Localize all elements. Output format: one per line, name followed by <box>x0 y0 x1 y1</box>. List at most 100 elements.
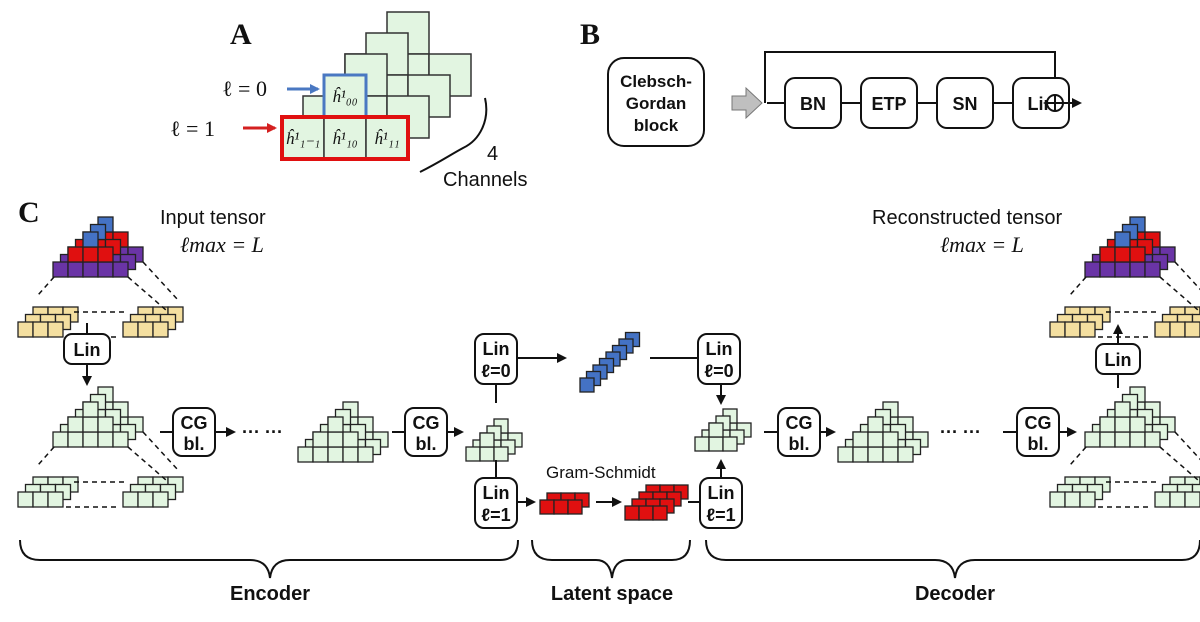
tensor-cell <box>897 446 914 463</box>
tensor-cell <box>1144 431 1161 448</box>
tensor-cell <box>17 491 34 508</box>
input-tensor <box>17 216 184 338</box>
encoder-bottleneck-tensor <box>465 418 523 462</box>
input-tensor-lmax: ℓmax = L <box>180 232 264 257</box>
op-label: BN <box>800 94 826 114</box>
tensor-cell <box>327 416 344 433</box>
tensor-cell <box>122 321 139 338</box>
tensor-cell <box>1154 491 1171 508</box>
decoder-lin-l1-label-1: Lin <box>708 483 735 503</box>
tensor-cell <box>867 431 884 448</box>
tensor-cell <box>112 261 129 278</box>
decoder-bottleneck-tensor <box>694 408 752 452</box>
tensor-cell <box>1084 431 1101 448</box>
tensor-cell <box>357 446 374 463</box>
cg-block-title-1: Clebsch- <box>620 72 692 91</box>
l0-label: ℓ = 0 <box>222 76 267 101</box>
encoder-lin-l1-label-2: ℓ=1 <box>481 505 510 525</box>
tensor-cell <box>882 431 899 448</box>
ellipsis-encoder: ··· ··· <box>242 422 283 442</box>
tensor-cell <box>708 436 724 452</box>
tensor-cell <box>137 491 154 508</box>
tensor-cell <box>47 321 64 338</box>
tensor-cell <box>122 491 139 508</box>
tensor-cell <box>553 499 569 515</box>
tensor-cell <box>327 446 344 463</box>
tensor-cell <box>1129 431 1146 448</box>
tensor-cell <box>1129 246 1146 263</box>
decoder-label: Decoder <box>915 583 995 605</box>
cg-block-3-label-1: CG <box>786 413 813 433</box>
tensor-cell <box>1129 416 1146 433</box>
panel-a-label: A <box>230 18 252 51</box>
op-label: SN <box>952 94 977 114</box>
tensor-cell <box>342 431 359 448</box>
tensor-cell <box>1084 261 1101 278</box>
cg-block-2-label-1: CG <box>413 413 440 433</box>
tensor-cell <box>852 446 869 463</box>
latent-space-label: Latent space <box>551 583 673 605</box>
tensor-cell <box>67 261 84 278</box>
encoder-mid-tensor <box>297 401 389 463</box>
tensor-glyphs <box>17 216 1200 521</box>
recon-tensor-title: Reconstructed tensor <box>872 207 1062 229</box>
l1-highlight-box <box>280 115 410 161</box>
tensor-cell <box>312 446 329 463</box>
input-tensor-title: Input tensor <box>160 207 266 229</box>
encoder-lin-l1-label-1: Lin <box>483 483 510 503</box>
tensor-cell <box>1114 416 1131 433</box>
latent-l1-after <box>624 484 689 521</box>
tensor-cell <box>312 431 329 448</box>
tensor-cell <box>67 416 84 433</box>
l1-label: ℓ = 1 <box>170 116 215 141</box>
tensor-cell <box>479 446 495 462</box>
tensor-cell <box>1114 401 1131 418</box>
tensor-cell <box>82 231 99 248</box>
tensor-cell <box>652 505 668 521</box>
tensor-cell <box>867 446 884 463</box>
tensor-cell <box>52 261 69 278</box>
tensor-cell <box>882 446 899 463</box>
tensor-cell <box>67 431 84 448</box>
cg-block-1-label-2: bl. <box>184 434 205 454</box>
tensor-cell <box>97 246 114 263</box>
tensor-cell <box>1049 491 1066 508</box>
latent-brace-icon <box>531 539 691 579</box>
cg-block-box <box>607 57 705 147</box>
tensor-cell <box>82 401 99 418</box>
channels-brace-icon <box>419 97 488 173</box>
l1-cell-label: ĥ¹₁₁ <box>374 129 399 148</box>
skip-connection <box>764 51 1060 103</box>
tensor-cell <box>479 432 495 448</box>
tensor-cell <box>867 416 884 433</box>
tensor-cell <box>112 431 129 448</box>
tensor-cell <box>722 436 738 452</box>
tensor-cell <box>624 505 640 521</box>
op-label: ETP <box>871 94 906 114</box>
tensor-cell <box>1049 321 1066 338</box>
tensor-cell <box>708 422 724 438</box>
reconstructed-tensor <box>1049 216 1200 338</box>
channels-label: Channels <box>443 169 528 191</box>
tensor-cell <box>1064 321 1081 338</box>
tensor-cell <box>1129 261 1146 278</box>
tensor-cell <box>327 431 344 448</box>
tensor-cell <box>694 436 710 452</box>
latent-l1-before <box>539 492 590 515</box>
tensor-cell <box>1099 246 1116 263</box>
tensor-cell <box>32 491 49 508</box>
cg-block-title-3: block <box>634 116 679 135</box>
tensor-cell <box>17 321 34 338</box>
cg-block-1-label-1: CG <box>181 413 208 433</box>
tensor-cell <box>539 499 555 515</box>
channels-count: 4 <box>487 143 498 165</box>
tensor-cell <box>1114 231 1131 248</box>
decoder-lin-l1-label-2: ℓ=1 <box>706 505 735 525</box>
tensor-cell <box>32 321 49 338</box>
tensor-cell <box>297 446 314 463</box>
tensor-cell <box>1114 261 1131 278</box>
decoder-lin-l0-label-2: ℓ=0 <box>704 361 733 381</box>
tensor-cell <box>1114 431 1131 448</box>
cg-block-4-label-1: CG <box>1025 413 1052 433</box>
